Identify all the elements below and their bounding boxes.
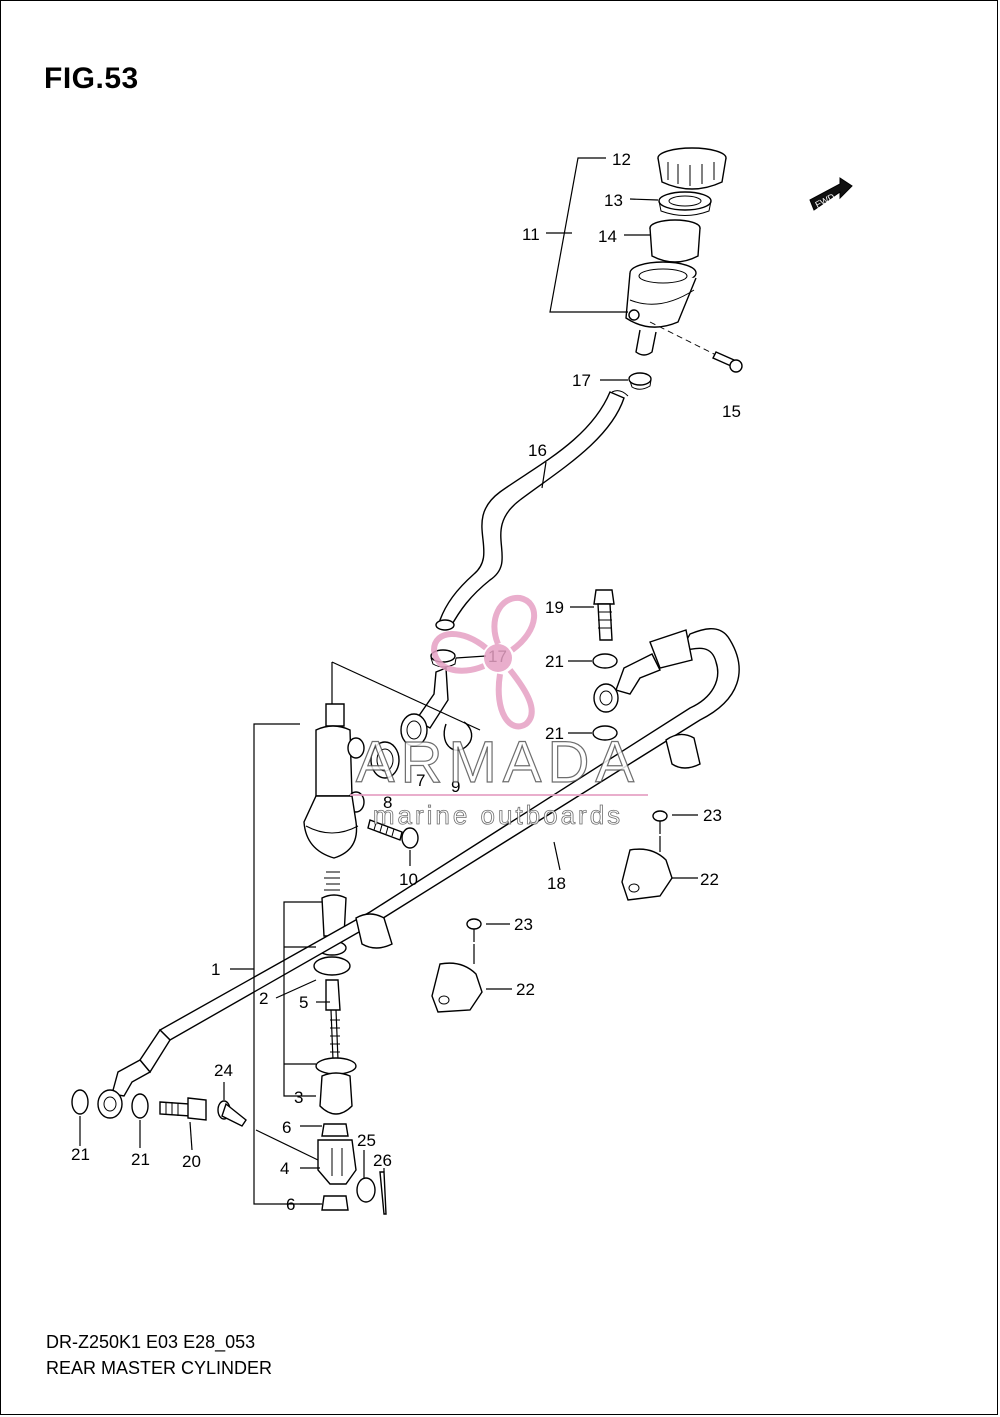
callout-12: 12 (612, 150, 631, 169)
union-bolt-lower (159, 1097, 207, 1121)
callout-15: 15 (722, 402, 741, 421)
screw-upper (652, 810, 668, 834)
callout-22-upper: 22 (700, 870, 719, 889)
rod-circlip (315, 1057, 357, 1075)
callout-25: 25 (357, 1131, 376, 1150)
callout-24: 24 (214, 1061, 233, 1080)
reservoir-diaphragm (649, 219, 701, 263)
callout-labels: 12 13 11 14 15 17 16 19 21 17 21 7 9 8 2… (71, 150, 741, 1214)
rod-boot (319, 1072, 353, 1115)
callout-23-lower: 23 (514, 915, 533, 934)
callout-21-b: 21 (545, 724, 564, 743)
screw-lower (466, 918, 482, 942)
nut-upper (321, 1123, 349, 1137)
brake-hose (139, 628, 740, 1074)
cotter-pin (379, 1171, 387, 1215)
callout-5: 5 (299, 993, 308, 1012)
gasket-lower-a (71, 1089, 89, 1115)
callout-3: 3 (294, 1088, 303, 1107)
reservoir-body (625, 261, 697, 356)
leader-lines (79, 157, 698, 1205)
callout-6-upper: 6 (282, 1118, 291, 1137)
watermark: ARMADA marine outboards (350, 594, 648, 830)
watermark-tagline: marine outboards (373, 800, 623, 830)
callout-18: 18 (547, 874, 566, 893)
o-ring (370, 741, 400, 779)
propeller-logo-icon (430, 594, 537, 730)
callout-23-upper: 23 (703, 806, 722, 825)
model-code: DR-Z250K1 E03 E28_053 (46, 1332, 256, 1352)
figure-title: FIG.53 (44, 62, 139, 95)
callout-2: 2 (259, 989, 268, 1008)
push-rod (325, 979, 341, 1061)
part-name: REAR MASTER CYLINDER (46, 1358, 273, 1378)
master-cylinder-body (303, 703, 365, 859)
callout-8: 8 (383, 793, 392, 812)
banjo-fitting-lower (97, 1059, 152, 1119)
clevis (317, 1139, 357, 1185)
callout-19: 19 (545, 598, 564, 617)
callout-21-a: 21 (545, 652, 564, 671)
gasket-upper-b (592, 725, 618, 741)
callout-16: 16 (528, 441, 547, 460)
gasket-upper-a (592, 653, 618, 669)
callout-6-lower: 6 (286, 1195, 295, 1214)
callout-22-lower: 22 (516, 980, 535, 999)
fwd-arrow-icon: FWD (809, 177, 853, 211)
hose-guide-lower (431, 962, 483, 1013)
callout-21-c: 21 (71, 1145, 90, 1164)
piston-spring (324, 871, 340, 891)
callout-9: 9 (451, 777, 460, 796)
gasket-lower-b (131, 1093, 149, 1119)
callout-14: 14 (598, 227, 617, 246)
hose-clamp-top (628, 372, 652, 390)
banjo-fitting-upper (593, 653, 661, 713)
callout-11: 11 (522, 225, 540, 244)
callout-4: 4 (280, 1159, 289, 1178)
union-bolt-upper (593, 589, 615, 641)
circlip (443, 721, 473, 751)
nut-lower (321, 1195, 349, 1211)
callout-20: 20 (182, 1152, 201, 1171)
clevis-washer (356, 1177, 376, 1203)
reservoir-cap (657, 147, 727, 190)
watermark-brand: ARMADA (356, 730, 640, 795)
callout-26: 26 (373, 1151, 392, 1170)
reservoir-plate (658, 191, 712, 216)
callout-13: 13 (604, 191, 623, 210)
clevis-pin (217, 1100, 247, 1127)
reservoir-hose (435, 390, 629, 631)
callout-21-d: 21 (131, 1150, 150, 1169)
callout-10: 10 (399, 870, 418, 889)
hose-guide-upper (621, 848, 673, 901)
callout-17-top: 17 (572, 371, 591, 390)
mounting-bolt (367, 819, 419, 849)
callout-7: 7 (416, 771, 425, 790)
reservoir-screw (649, 321, 743, 373)
callout-1: 1 (211, 960, 220, 979)
